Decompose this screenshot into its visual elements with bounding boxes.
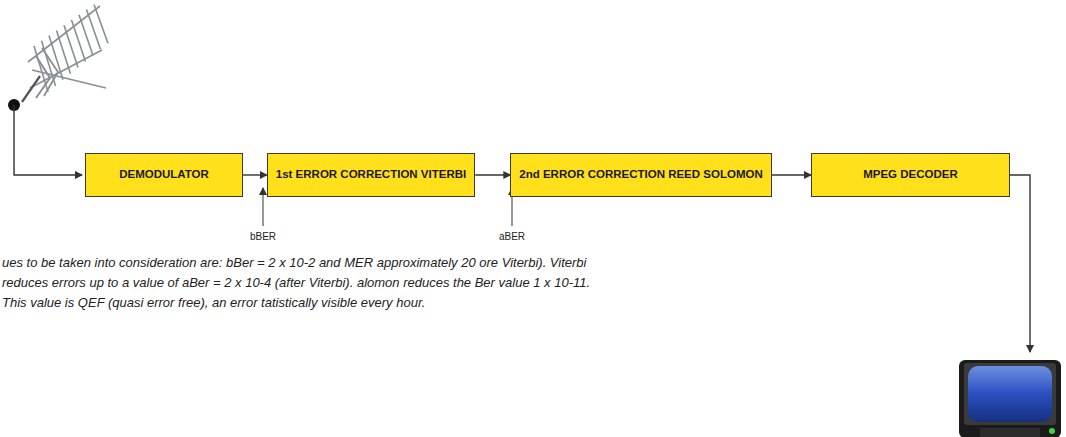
box-title: MPEG DECODER (863, 168, 958, 181)
signal-name: bBER (250, 231, 276, 242)
antenna-illustration (18, 0, 112, 104)
flow-arrow (243, 174, 267, 175)
box-title: DEMODULATOR (119, 168, 209, 181)
flow-arrow (475, 174, 510, 175)
reed-solomon-box: 2nd ERROR CORRECTION REED SOLOMON (510, 153, 771, 197)
box-title: 1st ERROR CORRECTION VITERBI (276, 168, 466, 181)
viterbi-box: 1st ERROR CORRECTION VITERBI (267, 153, 475, 197)
signal-name: aBER (499, 231, 525, 242)
note-text: ues to be taken into consideration are: … (2, 253, 600, 313)
tv-illustration (959, 360, 1061, 437)
demodulator-box: DEMODULATOR (85, 153, 243, 197)
measure-pointer (263, 188, 264, 226)
flow-arrow (772, 174, 811, 175)
output-wire (1010, 175, 1030, 352)
box-title: 2nd ERROR CORRECTION REED SOLOMON (519, 168, 762, 181)
mpeg-decoder-box: MPEG DECODER (811, 153, 1010, 197)
feed-cable (14, 105, 82, 175)
